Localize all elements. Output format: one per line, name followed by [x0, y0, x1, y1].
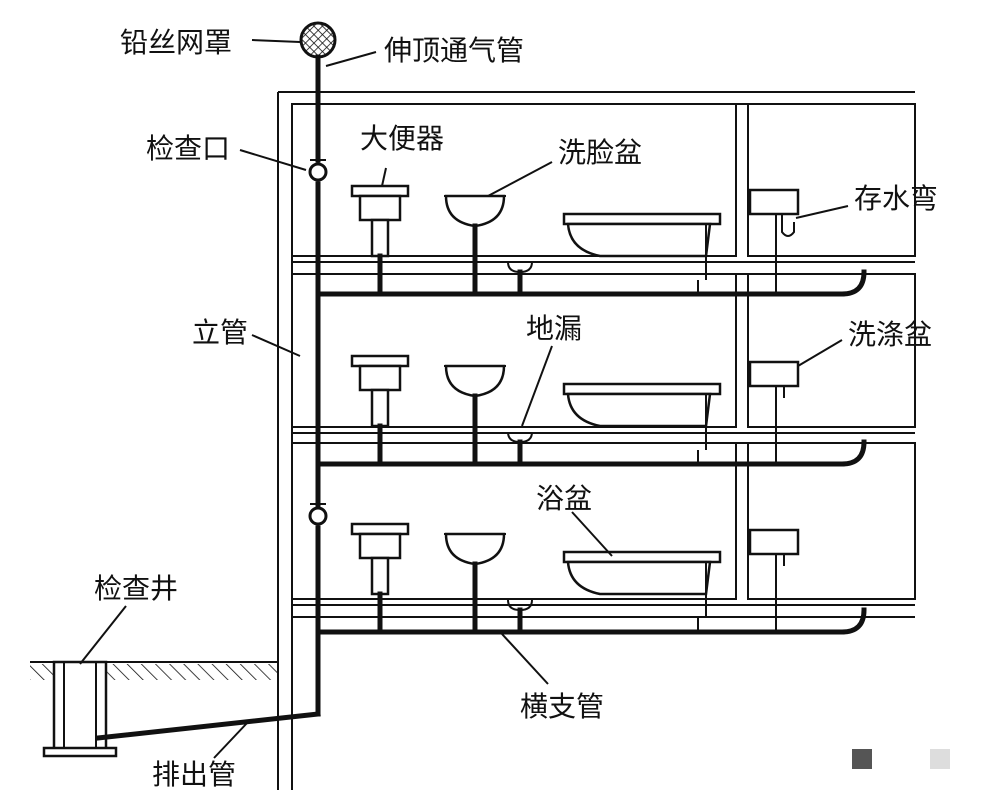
bathtub-fixture	[562, 550, 722, 632]
label-inspection-well: 检查井	[94, 572, 178, 605]
label-outlet-pipe: 排出管	[152, 758, 236, 791]
label-trap: 存水弯	[854, 182, 938, 215]
label-cleanout: 检查口	[146, 132, 230, 165]
labels: 铅丝网罩 伸顶通气管 检查口 大便器 洗脸盆 存水弯 立管 地漏 洗涤盆 浴盆 …	[94, 26, 938, 791]
floor-drain-fixture	[507, 261, 533, 297]
ground-and-well	[30, 660, 278, 758]
label-branch-pipe: 横支管	[520, 690, 604, 723]
bathtub-fixture	[562, 382, 722, 464]
label-wire-mesh-cap: 铅丝网罩	[120, 26, 232, 59]
sink-trap-fixture	[748, 188, 800, 294]
floor-drain-fixture	[507, 431, 533, 467]
toilet-fixture	[350, 184, 410, 297]
outlet-pipe	[95, 711, 321, 741]
label-bathtub: 浴盆	[536, 482, 592, 515]
leader-lines	[79, 39, 849, 759]
mesh-cap-icon	[299, 21, 337, 59]
cleanout-lower	[308, 506, 328, 526]
sink-fixture	[748, 360, 800, 464]
building-walls	[277, 91, 916, 790]
washbasin-fixture	[444, 364, 506, 467]
floor-middle	[315, 354, 867, 467]
toilet-fixture	[350, 354, 410, 467]
cleanout-upper	[308, 162, 328, 182]
washbasin-fixture	[444, 194, 506, 297]
label-floor-drain: 地漏	[526, 312, 582, 345]
washbasin-fixture	[444, 532, 506, 635]
floor-bottom	[315, 522, 867, 635]
label-washbasin: 洗脸盆	[558, 136, 642, 169]
sink-fixture	[748, 528, 800, 632]
floor-top	[315, 184, 867, 297]
bathtub-fixture	[562, 212, 722, 294]
label-sink: 洗涤盆	[848, 318, 932, 351]
riser-system	[95, 21, 337, 741]
toilet-fixture	[350, 522, 410, 635]
corner-marker-dark	[852, 749, 872, 769]
corner-marker-light	[930, 749, 950, 769]
label-toilet: 大便器	[360, 122, 444, 155]
floor-drain-fixture	[507, 599, 533, 635]
label-riser: 立管	[192, 316, 248, 349]
label-vent-stack: 伸顶通气管	[384, 34, 524, 67]
